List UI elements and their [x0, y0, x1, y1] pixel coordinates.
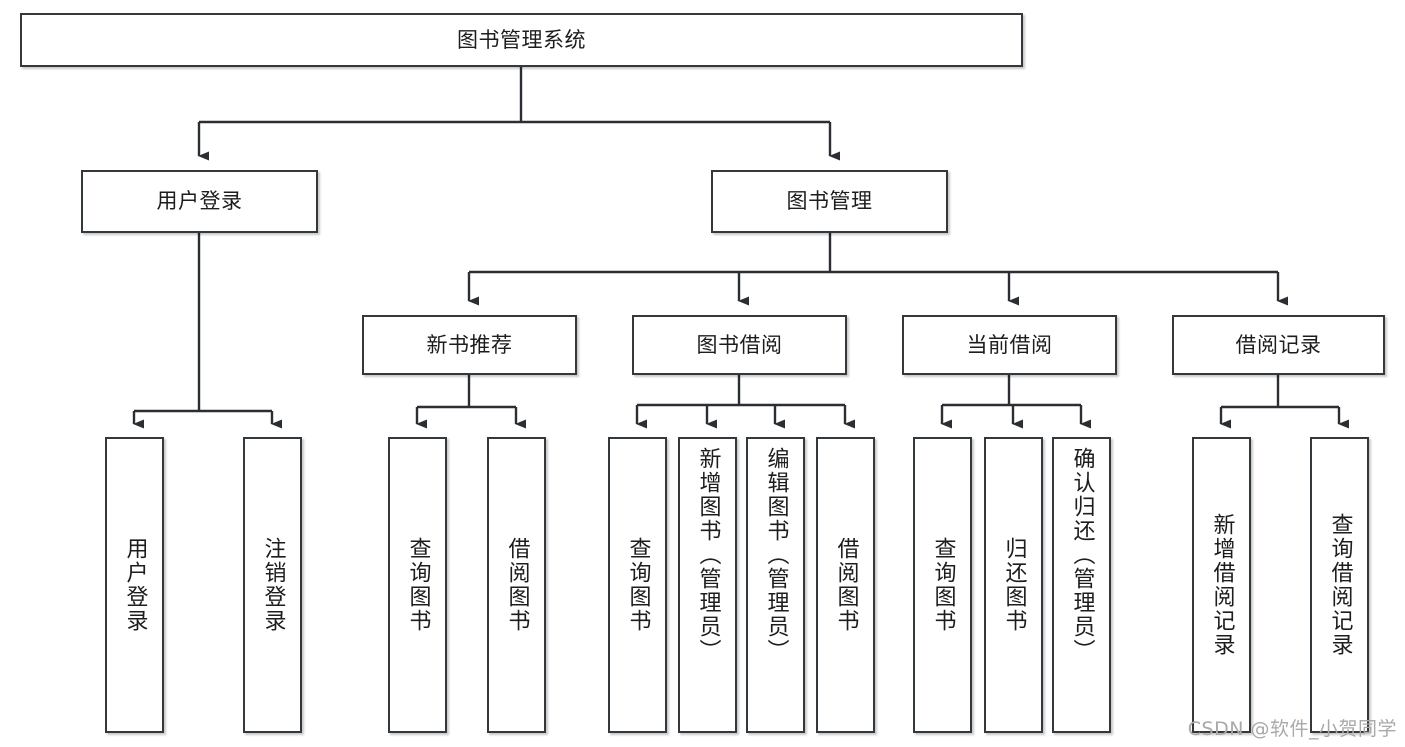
node-leaf-add-book-admin-label: 新增图书（管理员） — [695, 447, 721, 663]
node-book-manage-label: 图书管理 — [786, 189, 873, 214]
node-leaf-query-book-2[interactable]: 查询图书 — [608, 437, 667, 733]
node-leaf-user-login[interactable]: 用户登录 — [105, 437, 164, 733]
node-leaf-query-book-1-label: 查询图书 — [405, 537, 431, 633]
node-leaf-borrow-book-2[interactable]: 借阅图书 — [816, 437, 875, 733]
node-user-login[interactable]: 用户登录 — [81, 170, 318, 233]
node-borrow-record[interactable]: 借阅记录 — [1172, 315, 1385, 375]
node-leaf-query-book-3-label: 查询图书 — [930, 537, 956, 633]
node-book-borrow-label: 图书借阅 — [696, 332, 783, 357]
node-leaf-return-book[interactable]: 归还图书 — [984, 437, 1043, 733]
node-leaf-query-borrow-record-label: 查询借阅记录 — [1327, 513, 1353, 657]
node-leaf-query-borrow-record[interactable]: 查询借阅记录 — [1310, 437, 1369, 733]
node-new-book-recommend[interactable]: 新书推荐 — [362, 315, 577, 375]
node-leaf-borrow-book-2-label: 借阅图书 — [833, 537, 859, 633]
node-current-borrow-label: 当前借阅 — [966, 332, 1053, 357]
node-leaf-query-book-2-label: 查询图书 — [625, 537, 651, 633]
node-leaf-edit-book-admin[interactable]: 编辑图书（管理员） — [746, 437, 805, 733]
node-book-manage[interactable]: 图书管理 — [711, 170, 948, 233]
node-leaf-add-borrow-record-label: 新增借阅记录 — [1209, 513, 1235, 657]
node-new-book-recommend-label: 新书推荐 — [426, 332, 513, 357]
node-leaf-logout-login[interactable]: 注销登录 — [243, 437, 302, 733]
node-leaf-confirm-return-admin[interactable]: 确认归还（管理员） — [1052, 437, 1111, 733]
node-leaf-return-book-label: 归还图书 — [1001, 537, 1027, 633]
node-user-login-label: 用户登录 — [156, 189, 243, 214]
node-root-label: 图书管理系统 — [457, 27, 586, 52]
node-leaf-add-borrow-record[interactable]: 新增借阅记录 — [1192, 437, 1251, 733]
node-leaf-user-login-label: 用户登录 — [122, 537, 148, 633]
node-root[interactable]: 图书管理系统 — [20, 13, 1023, 67]
node-leaf-edit-book-admin-label: 编辑图书（管理员） — [763, 447, 789, 663]
node-leaf-borrow-book-1[interactable]: 借阅图书 — [487, 437, 546, 733]
node-leaf-borrow-book-1-label: 借阅图书 — [504, 537, 530, 633]
csdn-watermark: CSDN @软件_小贺同学 — [1187, 718, 1397, 740]
node-leaf-confirm-return-admin-label: 确认归还（管理员） — [1069, 447, 1095, 663]
node-book-borrow[interactable]: 图书借阅 — [632, 315, 847, 375]
node-current-borrow[interactable]: 当前借阅 — [902, 315, 1117, 375]
node-leaf-add-book-admin[interactable]: 新增图书（管理员） — [678, 437, 737, 733]
node-leaf-logout-login-label: 注销登录 — [260, 537, 286, 633]
node-borrow-record-label: 借阅记录 — [1235, 332, 1322, 357]
node-leaf-query-book-3[interactable]: 查询图书 — [913, 437, 972, 733]
node-leaf-query-book-1[interactable]: 查询图书 — [388, 437, 447, 733]
